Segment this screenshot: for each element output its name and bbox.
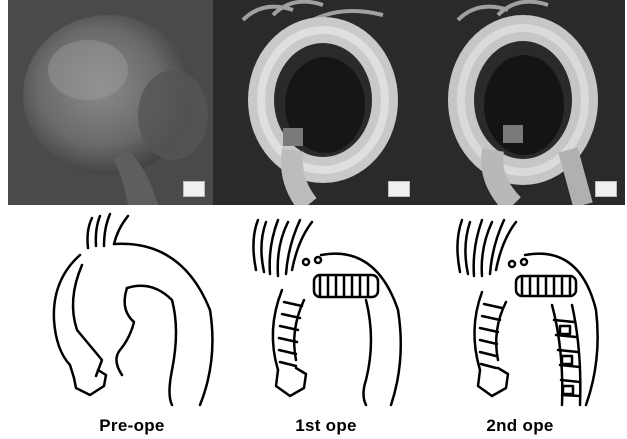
aorta-pre-ope-drawing [32, 210, 232, 410]
aorta-1st-ope-drawing [226, 210, 426, 410]
diagram-1st-ope: 1st ope [226, 210, 426, 439]
diagram-2nd-ope: 2nd ope [420, 210, 620, 439]
panel-badge [595, 181, 617, 197]
aorta-2nd-ope-drawing [420, 210, 620, 410]
panel-badge [388, 181, 410, 197]
diagram-caption: 2nd ope [420, 416, 620, 436]
diagram-pre-ope: Pre-ope [32, 210, 232, 439]
ct-image-1st-ope [213, 0, 418, 205]
aorta-diagrams: Pre-ope [0, 210, 627, 439]
ct-image-2nd-ope [418, 0, 625, 205]
ct-image-strip [8, 0, 625, 205]
diagram-caption: 1st ope [226, 416, 426, 436]
panel-badge [183, 181, 205, 197]
ct-image-pre-ope [8, 0, 213, 205]
diagram-caption: Pre-ope [32, 416, 232, 436]
